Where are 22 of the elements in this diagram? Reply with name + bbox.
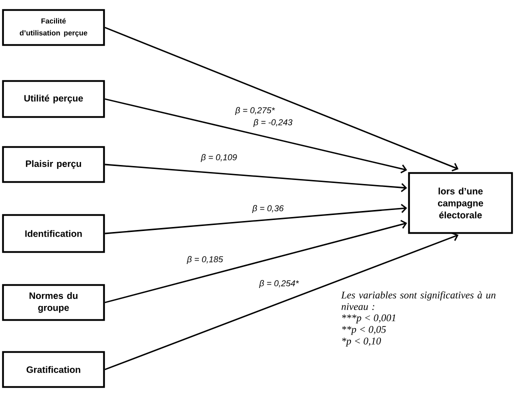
arrow bbox=[104, 232, 458, 370]
note-text: Les variables sont significatives à un niveau : bbox=[341, 291, 496, 310]
variable-box: Utilité perçue bbox=[2, 80, 105, 118]
variable-box: Gratification bbox=[2, 351, 105, 388]
edge-label: β = 0,275* bbox=[234, 106, 276, 116]
arrow bbox=[104, 204, 408, 234]
edge-label: β = 0,36 bbox=[251, 204, 285, 214]
variable-box: lors d’une campagne électorale bbox=[408, 172, 513, 234]
arrow bbox=[104, 26, 458, 172]
variable-box: Plaisir perçu bbox=[2, 146, 105, 183]
variable-box: Identification bbox=[2, 214, 105, 253]
edge-label: β = 0,185 bbox=[186, 255, 224, 265]
note-text: *p < 0,10 bbox=[342, 338, 381, 347]
variable-box: Normes du groupe bbox=[2, 284, 105, 321]
edge-label: β = -0,243 bbox=[252, 118, 294, 128]
arrow bbox=[104, 164, 408, 192]
edge-label: β = 0,254* bbox=[258, 279, 300, 289]
arrow bbox=[104, 98, 408, 174]
arrow bbox=[104, 220, 408, 304]
edge-label: β = 0,109 bbox=[200, 153, 238, 163]
note-text: ***p < 0,001 bbox=[342, 314, 396, 324]
note-text: **p < 0,05 bbox=[342, 326, 386, 335]
